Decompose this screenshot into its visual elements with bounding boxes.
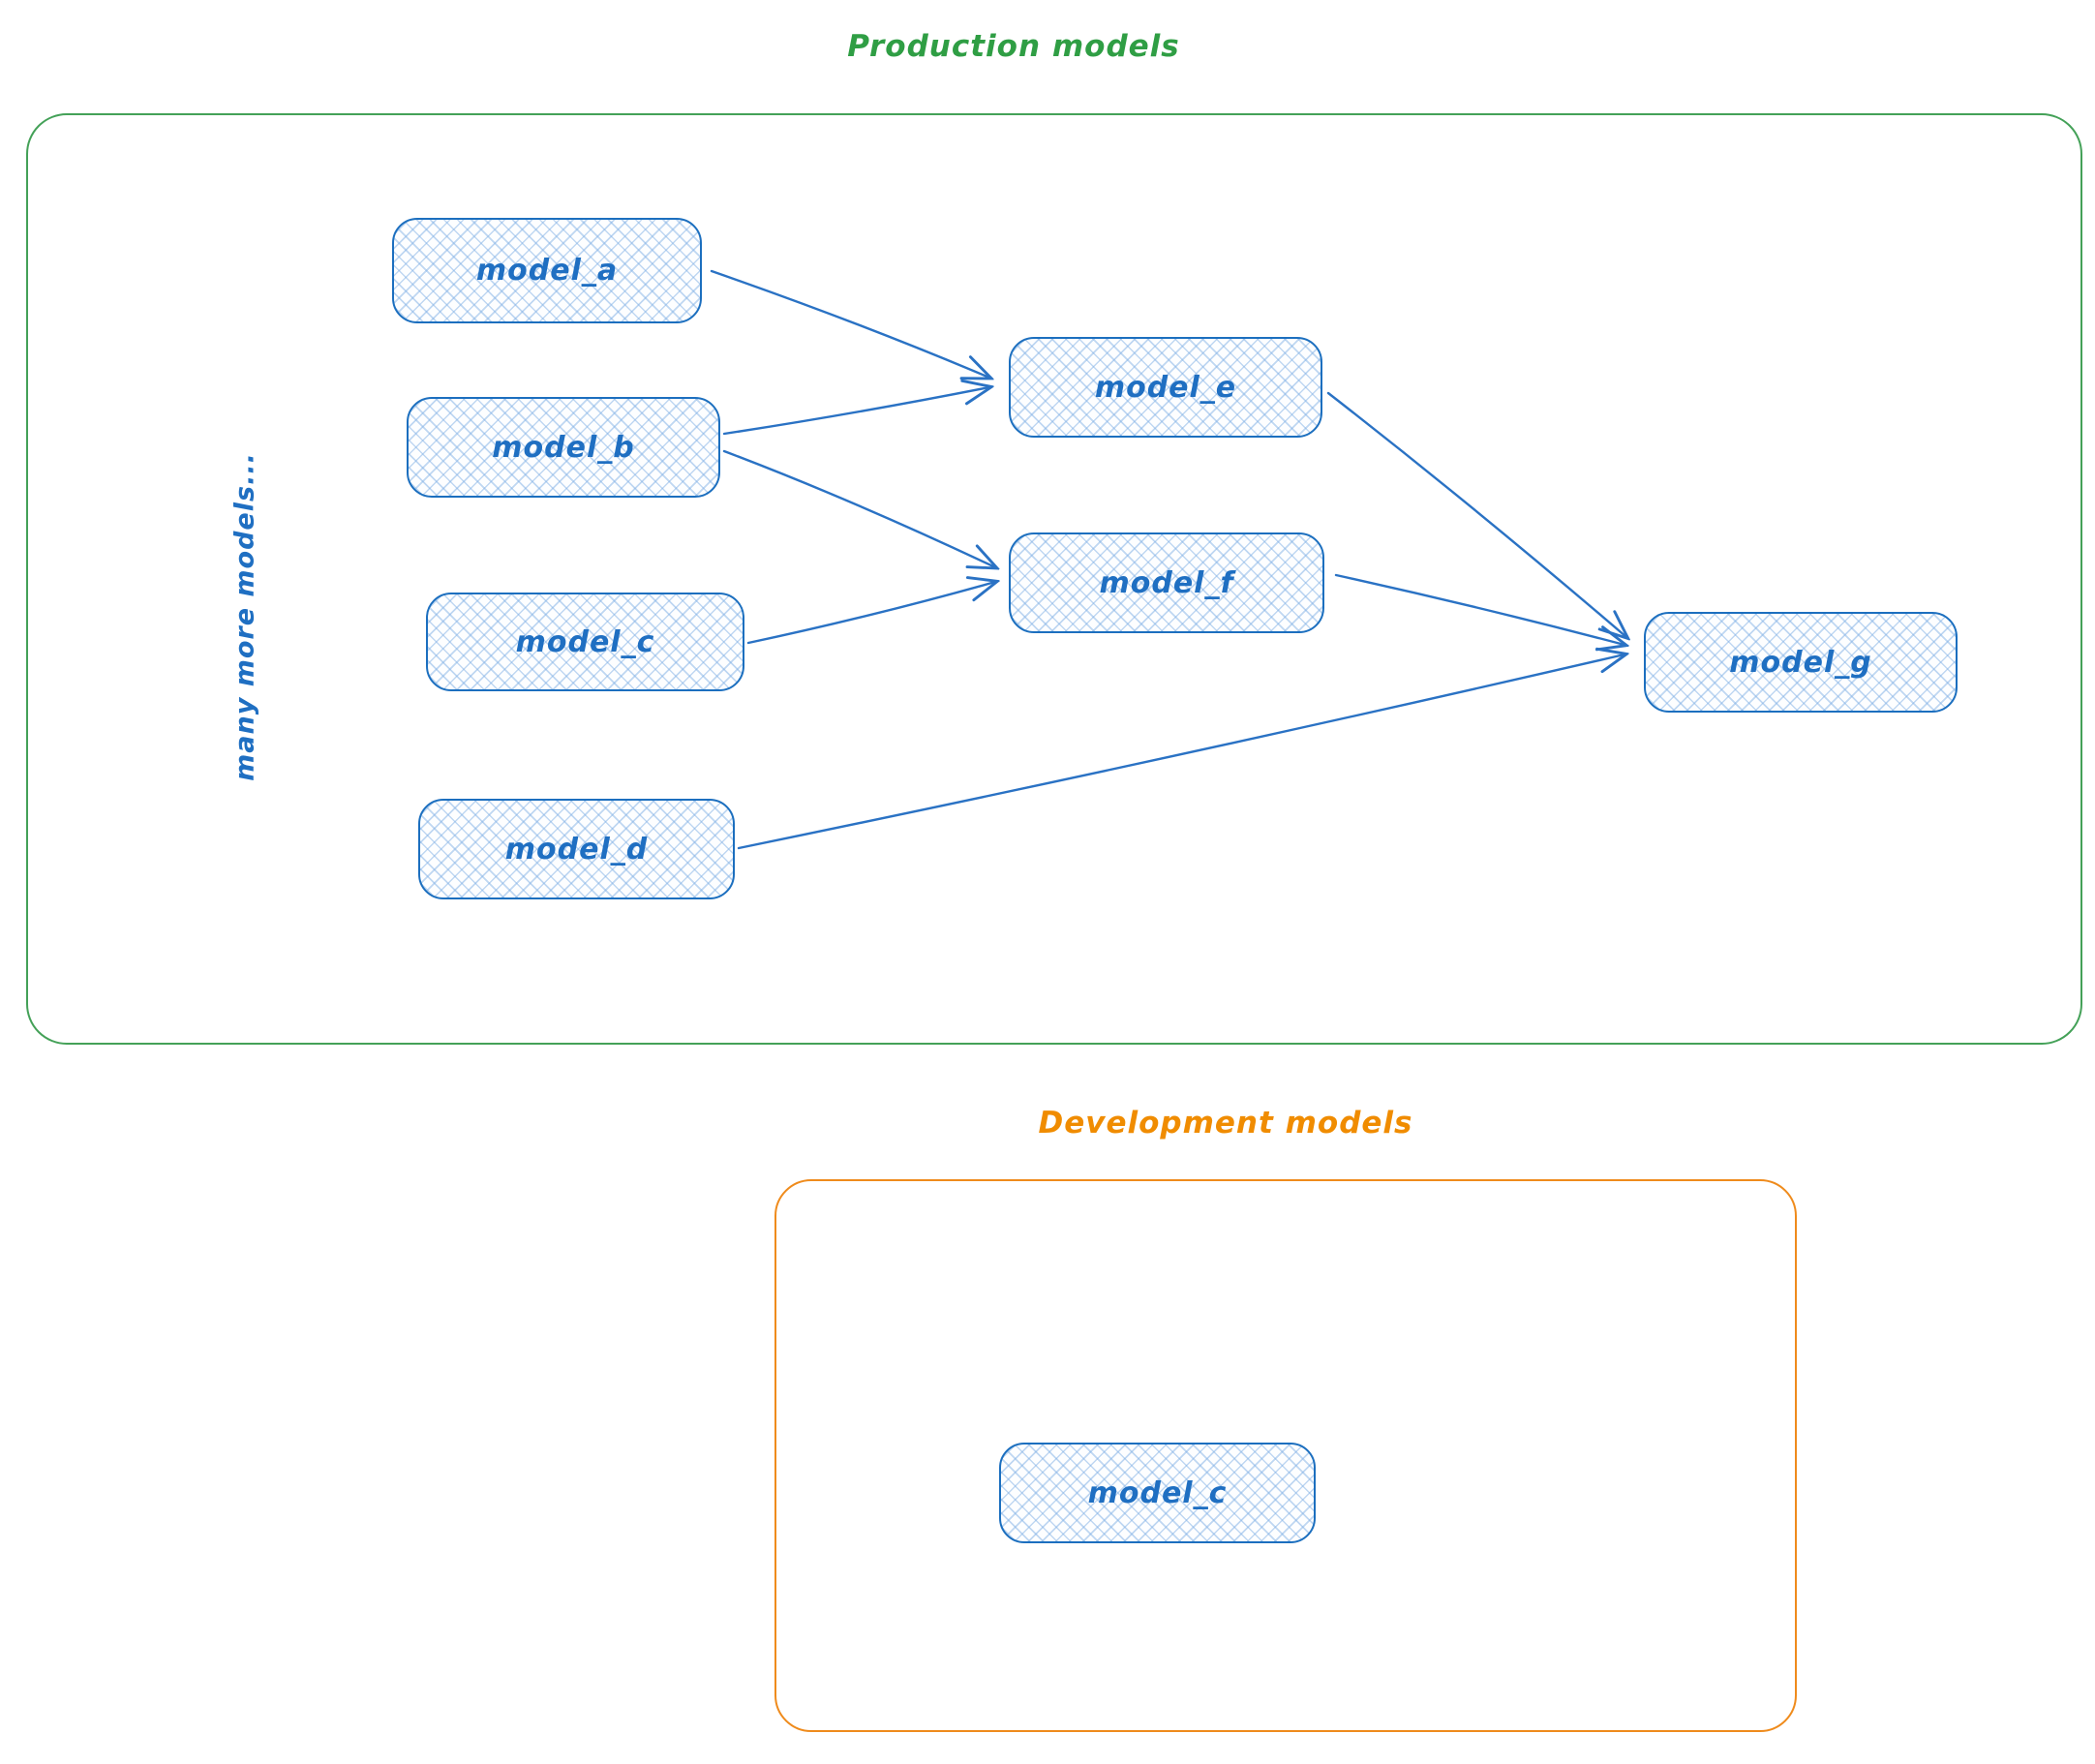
node-model-f-label: model_f bbox=[1099, 565, 1234, 600]
node-model-g: model_g bbox=[1644, 612, 1958, 713]
node-model-a-label: model_a bbox=[475, 254, 619, 288]
node-model-e: model_e bbox=[1009, 337, 1322, 438]
many-more-models-label: many more models... bbox=[229, 452, 260, 781]
node-model-c-development-label: model_c bbox=[1087, 1475, 1228, 1510]
development-group-frame bbox=[774, 1179, 1797, 1732]
node-model-f: model_f bbox=[1009, 532, 1324, 633]
node-model-c: model_c bbox=[426, 593, 744, 691]
node-model-d-label: model_d bbox=[504, 832, 649, 867]
node-model-b: model_b bbox=[407, 397, 720, 498]
production-group-title: Production models bbox=[847, 29, 1180, 64]
node-model-a: model_a bbox=[392, 218, 702, 323]
production-group-frame bbox=[26, 113, 2082, 1045]
node-model-b-label: model_b bbox=[492, 430, 635, 465]
node-model-c-development: model_c bbox=[999, 1443, 1316, 1543]
node-model-d: model_d bbox=[418, 799, 735, 899]
node-model-g-label: model_g bbox=[1729, 645, 1872, 680]
node-model-c-label: model_c bbox=[515, 624, 655, 659]
development-group-title: Development models bbox=[1038, 1106, 1413, 1141]
node-model-e-label: model_e bbox=[1094, 370, 1237, 405]
